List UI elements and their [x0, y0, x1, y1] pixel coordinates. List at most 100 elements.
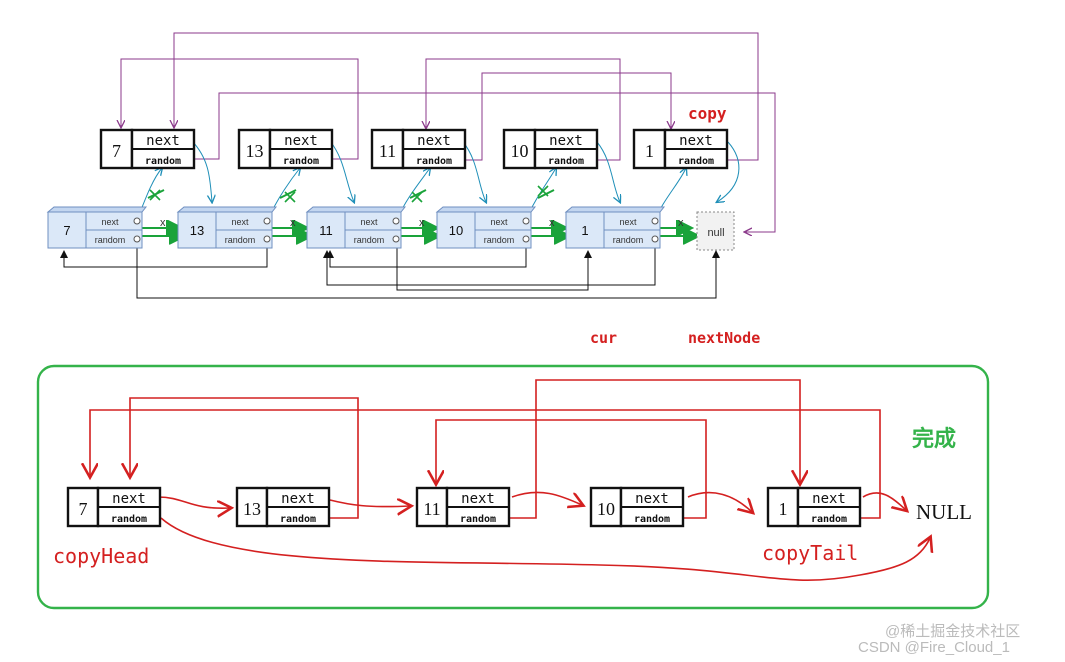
final-node-value: 11 [423, 499, 440, 519]
cut-mark: x [419, 217, 425, 229]
copy-node-random-label: random [145, 156, 181, 167]
final-node-random-label: random [111, 514, 147, 525]
final-node-next-label: next [281, 491, 315, 507]
original-node-value: 1 [581, 223, 588, 238]
original-node-random-label: random [225, 235, 256, 245]
final-node-val-cell [415, 486, 449, 528]
original-node-random-port [522, 235, 530, 243]
original-node-next-label: next [101, 217, 119, 227]
copy-node-value: 10 [511, 141, 529, 161]
copy-node-next-label: next [549, 133, 583, 149]
copy-node-value: 13 [246, 141, 264, 161]
bottom-random-13 [130, 397, 359, 519]
original-node-7: 7 next random x [46, 206, 166, 249]
final-node-random-label: random [811, 514, 847, 525]
watermark-line1: @稀土掘金技术社区 [885, 623, 1020, 640]
original-node-bevel [305, 206, 407, 213]
cur-label: cur [590, 329, 617, 347]
copy-label: copy [688, 104, 727, 123]
original-node-next-label: next [360, 217, 378, 227]
bottom-random-links [90, 379, 930, 581]
green-next-links [140, 189, 697, 236]
copy-node-val-cell [632, 128, 667, 170]
final-node-value: 13 [243, 499, 261, 519]
random-link-copy-13 [121, 58, 359, 160]
final-node-val-cell [766, 486, 800, 528]
original-node-random-label: random [95, 235, 126, 245]
completed-list-frame [36, 364, 990, 610]
green-cross-marks [149, 185, 549, 203]
copy-node-val-cell [502, 128, 537, 170]
next-link-copy-11 [462, 141, 486, 202]
copy-node-next-label: next [679, 133, 713, 149]
next-node-label: nextNode [688, 329, 760, 347]
original-node-random-label: random [484, 235, 515, 245]
original-node-random-port [392, 235, 400, 243]
copy-tail-label: copyTail [762, 541, 858, 565]
original-node-next-port [522, 217, 530, 225]
copy-node-next-label: next [417, 133, 451, 149]
copy-node-random-label: random [283, 156, 319, 167]
original-node-next-label: next [231, 217, 249, 227]
cut-mark: x [160, 217, 166, 229]
final-node-random-label: random [634, 514, 670, 525]
final-node-next-label: next [461, 491, 495, 507]
original-node-next-port [263, 217, 271, 225]
original-node-next-label: next [490, 217, 508, 227]
final-node-random-label: random [460, 514, 496, 525]
final-node-value: 10 [597, 499, 615, 519]
final-node-val-cell [235, 486, 269, 528]
original-node-bevel [176, 206, 278, 213]
original-node-random-port [651, 235, 659, 243]
original-node-random-port [263, 235, 271, 243]
bottom-next-links [157, 491, 906, 512]
original-node-next-port [392, 217, 400, 225]
next-link-copy-10 [596, 141, 620, 202]
random-link-copy-7 [195, 92, 776, 232]
copy-node-random-label: random [416, 156, 452, 167]
copy-node-val-cell [370, 128, 405, 170]
copy-node-value: 1 [645, 141, 654, 161]
copy-node-10: 10 next random [502, 128, 599, 170]
copy-node-1: 1 next random [632, 128, 729, 170]
copy-node-random-label: random [548, 156, 584, 167]
cut-mark: x [290, 217, 296, 229]
original-node-next-port [133, 217, 141, 225]
original-node-random-port [133, 235, 141, 243]
cut-mark: x [549, 217, 555, 229]
original-node-value: 13 [190, 223, 204, 238]
original-node-value: 7 [63, 223, 70, 238]
orig-random-links [60, 238, 720, 299]
random-link-copy-11 [463, 72, 671, 161]
null-terminal-label: NULL [916, 500, 972, 524]
copy-next-links [191, 140, 740, 202]
original-node-random-label: random [613, 235, 644, 245]
final-node-next-label: next [112, 491, 146, 507]
original-node-bevel [46, 206, 148, 213]
next-link-copy-13 [329, 140, 354, 202]
original-node-random-label: random [354, 235, 385, 245]
copy-random-links [121, 32, 776, 232]
copy-node-random-label: random [678, 156, 714, 167]
copy-node-value: 7 [112, 141, 121, 161]
copy-node-val-cell [237, 128, 272, 170]
random-link-copy-10 [426, 58, 621, 161]
final-node-value: 1 [779, 499, 788, 519]
bottom-random-7 [160, 517, 930, 581]
final-node-val-cell [66, 486, 100, 528]
cut-mark: x [678, 217, 684, 229]
watermark-line2: CSDN @Fire_Cloud_1 [858, 639, 1010, 656]
null-label: null [707, 227, 724, 239]
random-link-copy-1 [174, 32, 759, 161]
